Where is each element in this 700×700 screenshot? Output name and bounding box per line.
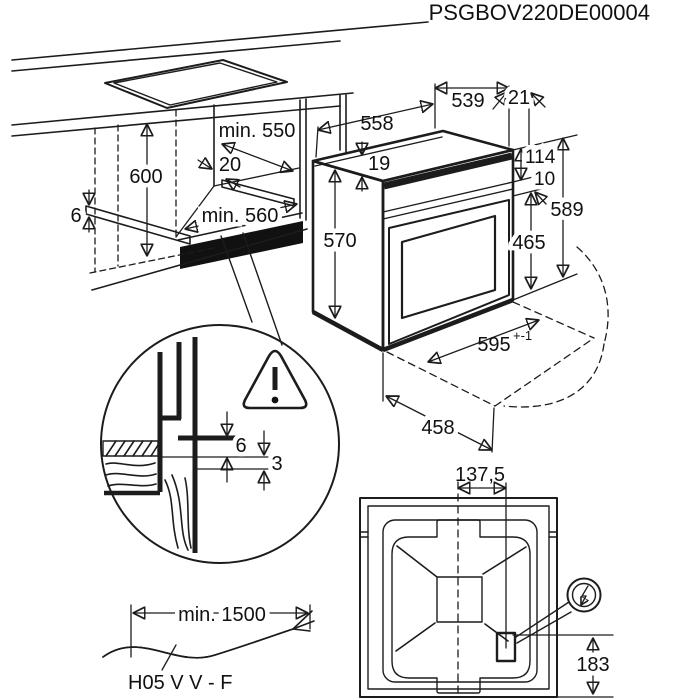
oven-left-face xyxy=(311,159,385,352)
cable-wire-ends xyxy=(292,610,315,632)
dim-front-height: 589 xyxy=(550,199,583,221)
dim-rear-gap: 21 xyxy=(508,87,530,109)
dim-arrow-21b xyxy=(531,93,546,108)
electric-shock-icon xyxy=(515,577,602,644)
dim-niche-width: min. 560 xyxy=(202,205,279,227)
warning-icon xyxy=(242,349,308,410)
door-window xyxy=(400,214,497,320)
ext-door-top xyxy=(512,186,550,197)
dim-top-clearance: 6 xyxy=(235,435,246,457)
mains-connection-box xyxy=(495,631,517,663)
dim-top-edge: 19 xyxy=(368,153,390,175)
oven-door xyxy=(388,199,510,345)
floor-projection xyxy=(386,351,496,407)
left-bottom-edge xyxy=(311,310,385,352)
panel-bottom-line xyxy=(382,181,514,213)
panel-gap-line xyxy=(382,188,514,220)
floor-projection3 xyxy=(494,337,595,407)
rear-center-plate xyxy=(436,576,483,623)
dim-line-558 xyxy=(318,104,433,130)
power-cable-drawing: min. 1500 H05 V V - F xyxy=(102,600,315,694)
dim-door-height: 465 xyxy=(512,232,545,254)
wood-grain-bottom xyxy=(164,474,192,551)
dim-lower-depth: 458 xyxy=(421,417,454,439)
dim-mains-offset-y: 183 xyxy=(576,654,609,676)
drawing-code: PSGBOV220DE00004 xyxy=(429,0,650,25)
rear-panel-inset xyxy=(391,519,531,694)
cabinet-bottom-line xyxy=(91,228,308,291)
ext-bottom xyxy=(512,273,578,301)
dim-panel-height: 114 xyxy=(525,147,556,168)
floor-projection2 xyxy=(512,301,595,339)
dim-top-width: 558 xyxy=(360,113,393,135)
detail-circle xyxy=(100,324,340,564)
callout-leader xyxy=(220,235,253,323)
counter-back-line2 xyxy=(11,40,341,72)
hob-cutout-inner xyxy=(113,62,278,106)
dim-line-550 xyxy=(222,144,293,171)
cabinet-bottom-hidden xyxy=(89,247,215,274)
dim-niche-depth: min. 550 xyxy=(219,120,296,142)
dim-mains-offset-x: 137,5 xyxy=(455,464,505,486)
dim-panel-gap: 10 xyxy=(534,169,555,190)
cable-core xyxy=(102,628,294,659)
counter-back-line xyxy=(11,21,429,61)
ext-line-458r xyxy=(491,407,495,453)
door-swing-arc xyxy=(576,246,609,345)
hatch-lines xyxy=(105,440,159,457)
dim-bottom-clearance: 3 xyxy=(271,453,282,475)
oven-top-rear-edge xyxy=(314,136,443,167)
dim-arrow-21a xyxy=(492,92,507,110)
dim-line-458 xyxy=(386,396,492,450)
cable-label-leader xyxy=(161,644,177,671)
dim-rail-thickness: 6 xyxy=(70,205,81,227)
oven-drawing: 570 19 558 539 21 114 10 589 465 xyxy=(311,84,609,453)
counter-front-line xyxy=(11,92,354,126)
control-panel-band xyxy=(383,152,513,190)
side-trim-notches xyxy=(359,531,558,538)
wood-grain-left xyxy=(105,462,157,487)
plinth-strip xyxy=(180,221,303,269)
dim-arrow-20b xyxy=(226,179,241,187)
dim-line-560 xyxy=(185,204,297,229)
cabinet-cutout-drawing: min. 550 600 20 6 min. 560 xyxy=(11,21,429,346)
hob-cutout-outer xyxy=(104,59,288,109)
dim-side-height: 570 xyxy=(323,230,356,252)
dim-arrow-20a xyxy=(197,160,212,169)
dim-top-depth: 539 xyxy=(451,90,484,112)
callout-leader2 xyxy=(242,232,283,346)
rear-panel-diagonals xyxy=(395,545,527,652)
dim-front-width: 595+-1 xyxy=(477,328,532,356)
door-swing-arc2 xyxy=(503,343,605,408)
dim-niche-height: 600 xyxy=(129,166,162,188)
dim-rail-setback: 20 xyxy=(219,154,241,176)
rear-view-drawing: 137,5 183 xyxy=(359,464,614,698)
cable-type-label: H05 V V - F xyxy=(128,672,232,694)
dim-arrow-10 xyxy=(535,192,546,204)
support-rail-right xyxy=(221,179,295,207)
dim-cable-length: min. 1500 xyxy=(178,604,266,626)
ext-line-558 xyxy=(315,126,319,158)
detail-callout: 6 3 xyxy=(100,324,340,564)
dim-line-595 xyxy=(428,320,539,362)
worktop-section xyxy=(102,440,159,457)
support-rail-left xyxy=(85,205,191,245)
